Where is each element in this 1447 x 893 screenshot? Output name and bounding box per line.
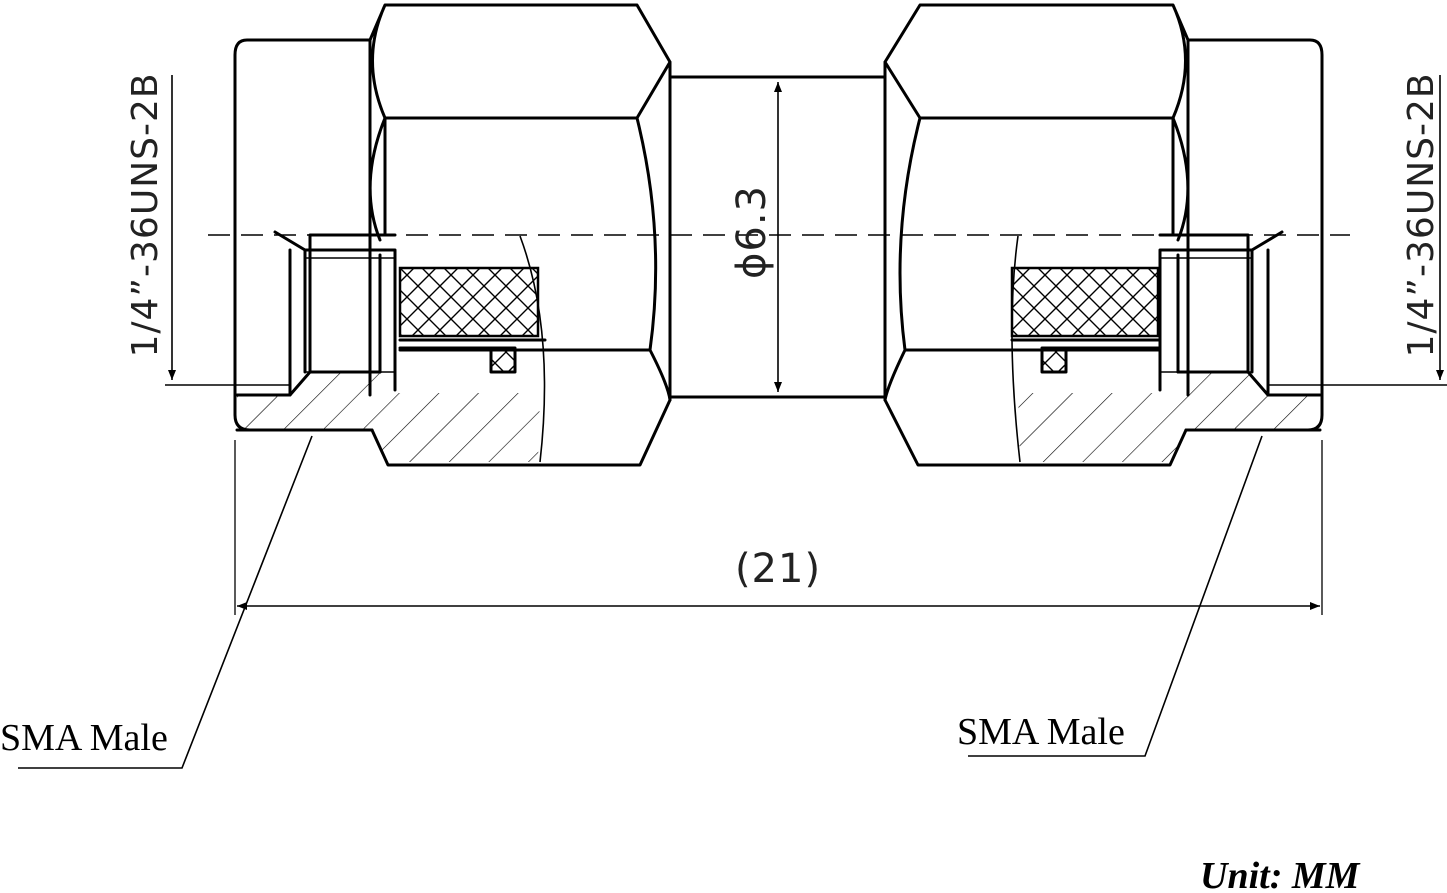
center-body [668,75,887,399]
right-callout-label: SMA Male [957,711,1125,753]
right-bore [1158,230,1284,397]
length-label: (21) [735,546,821,592]
right-break-line [1011,235,1021,463]
right-contact [1010,338,1162,374]
left-contact [398,338,547,374]
left-dielectric [398,266,540,338]
unit-label: Unit: MM [1200,855,1361,893]
left-hex-nut-lower [368,116,672,402]
left-connector [233,3,672,467]
right-hex-nut-lower [883,116,1190,402]
right-callout-leader [968,435,1263,757]
right-connector [883,3,1324,467]
center-body-edges [668,75,887,399]
right-dielectric [1010,266,1160,338]
left-break-line [519,235,546,463]
right-bore-lines [1160,257,1252,373]
left-bore [273,230,397,397]
left-section-hatch [237,372,540,462]
diameter-label: ϕ6.3 [729,185,775,279]
left-thread-label: 1/4”-36UNS-2B [125,72,166,357]
left-callout-leader [18,435,313,769]
right-thread-label: 1/4”-36UNS-2B [1401,72,1442,357]
right-seal [1041,349,1067,373]
left-bore-lines [305,257,395,373]
right-section-hatch [1018,372,1320,462]
left-callout-label: SMA Male [0,717,168,759]
left-seal [490,349,516,373]
